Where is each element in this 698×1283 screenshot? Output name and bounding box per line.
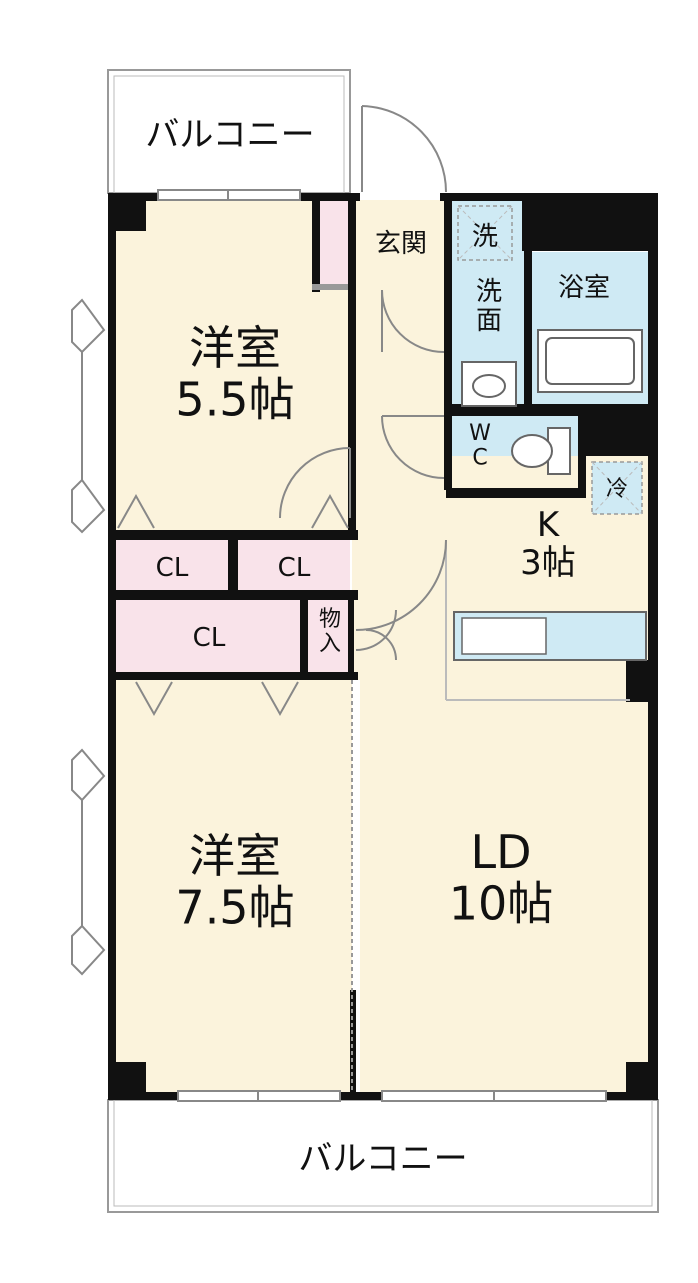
toilet-icon <box>511 427 571 475</box>
storage-label: 物入 <box>319 607 341 657</box>
closet-2-floor <box>238 540 350 590</box>
closet-3-label: CL <box>193 623 226 653</box>
fridge-label: 冷 <box>606 477 628 502</box>
closet-1-label: CL <box>156 553 189 583</box>
washer-space <box>457 205 513 261</box>
corridor-floor <box>352 540 446 680</box>
storage-floor <box>308 600 352 672</box>
closet-3-floor <box>116 600 302 672</box>
side-windows <box>71 298 106 976</box>
bath-label: 浴室 <box>558 273 610 303</box>
bathtub-icon <box>537 329 643 393</box>
balcony-top <box>107 69 351 194</box>
doors[interactable] <box>117 105 447 717</box>
balcony-bottom <box>107 1099 659 1213</box>
walls <box>108 193 658 1100</box>
kitchen-counter <box>453 611 647 661</box>
western-room-2-floor <box>116 680 352 1092</box>
windows <box>157 189 607 1102</box>
hallway-floor <box>354 284 446 540</box>
balcony-top-label: バルコニー <box>145 115 314 155</box>
balcony-bottom-label: バルコニー <box>298 1139 467 1179</box>
washroom-label: 洗面 <box>476 277 502 336</box>
ld-upper-floor <box>446 660 648 700</box>
entrance-step <box>356 200 446 284</box>
entrance-label: 玄関 <box>375 229 427 259</box>
fridge-space <box>591 461 643 515</box>
closet-2-label: CL <box>278 553 311 583</box>
closet-1-floor <box>116 540 228 590</box>
washer-label: 洗 <box>472 222 498 252</box>
ld-floor <box>360 680 648 1092</box>
sink-icon <box>461 361 517 407</box>
